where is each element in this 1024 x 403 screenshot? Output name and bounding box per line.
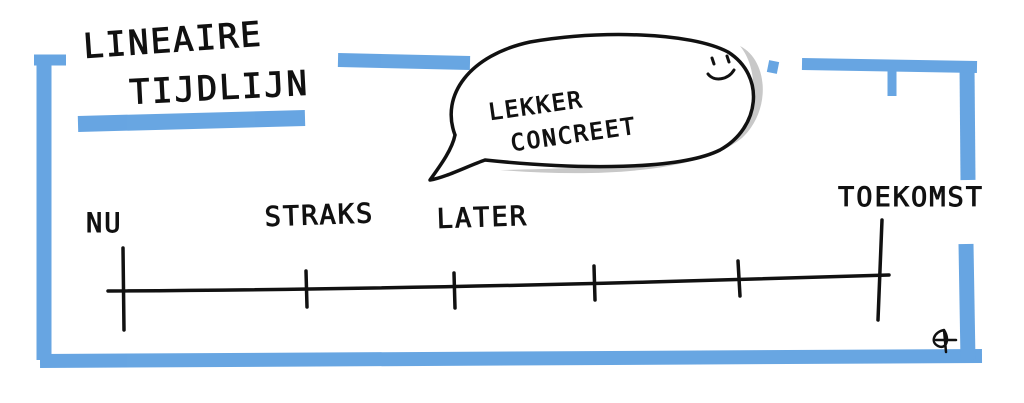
timeline-tick-future [876,218,884,322]
timeline [106,218,891,332]
smiley-icon [706,54,736,81]
frame-right-upper-stroke [959,65,976,181]
label-now: NU [86,208,123,239]
blue-marker-frame [34,53,983,368]
label-future: TOEKOMST [838,182,984,213]
timeline-tick-5 [736,259,742,298]
timeline-labels: NU STRAKS LATER TOEKOMST [86,182,984,240]
timeline-tick-4 [592,264,597,302]
speech-bubble: LEKKER CONCREET [428,32,763,182]
timeline-tick-3 [452,271,457,310]
speech-bubble-outline [428,32,756,182]
frame-top-right-stroke [801,58,978,73]
timeline-tick-now [121,246,126,332]
title-line2: TIJDLIJN [128,64,310,113]
label-soon: STRAKS [264,198,375,233]
timeline-axis-line [106,273,891,293]
frame-bottom-stroke [39,349,983,368]
title-underline-stroke [77,110,306,132]
frame-top-middle-stroke [337,53,471,70]
title-line1: LINEAIRE [82,15,264,67]
frame-top-small-stroke [766,60,780,74]
timeline-tick-2 [304,269,309,309]
label-later: LATER [436,201,528,235]
signature-mark [932,328,958,354]
frame-right-lower-stroke [958,243,976,361]
diagram-title: LINEAIRE TIJDLIJN [81,14,310,113]
